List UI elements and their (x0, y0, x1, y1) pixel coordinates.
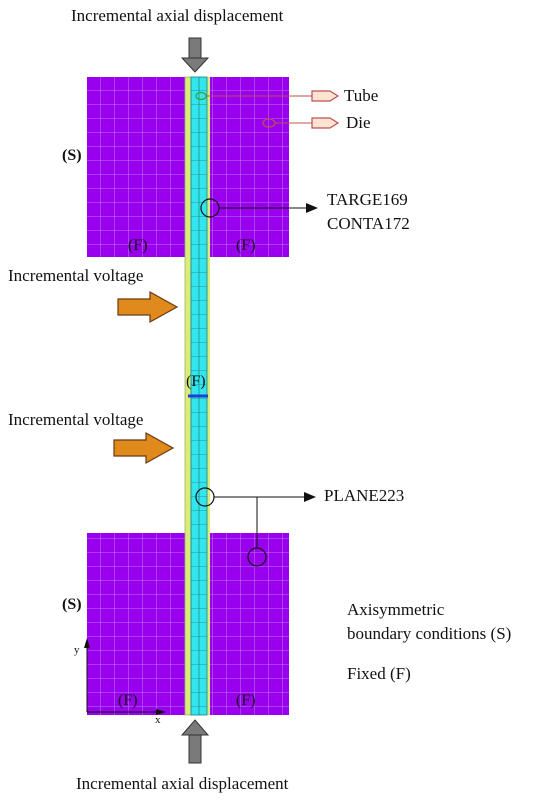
legend-boundary-conditions: boundary conditions (S) (347, 624, 512, 643)
axis-x-label: x (155, 714, 161, 726)
voltage-label-1: Incremental voltage (8, 266, 144, 285)
tube-callout (195, 90, 340, 102)
tube-label: Tube (344, 86, 379, 105)
contact-callout (200, 198, 318, 218)
s-label-bottom: (S) (62, 596, 82, 613)
f-label-top-left: (F) (128, 237, 148, 254)
bottom-displacement-label: Incremental axial displacement (76, 774, 289, 793)
legend-axisymmetric: Axisymmetric (347, 600, 445, 619)
f-label-bottom-left: (F) (118, 692, 138, 709)
top-left-die (87, 77, 185, 257)
top-displacement-label: Incremental axial displacement (71, 6, 284, 25)
axis-y-label: y (74, 644, 80, 656)
f-label-bottom-right: (F) (236, 692, 256, 709)
conta-label: CONTA172 (327, 214, 410, 233)
s-label-top: (S) (62, 147, 82, 164)
voltage-label-2: Incremental voltage (8, 410, 144, 429)
top-displacement-arrow (180, 37, 210, 73)
plane-label: PLANE223 (324, 486, 405, 505)
bottom-displacement-arrow (180, 719, 210, 764)
axis-indicator (84, 638, 166, 715)
bottom-left-die (87, 533, 185, 715)
plane-callout (195, 487, 316, 567)
legend-fixed: Fixed (F) (347, 664, 411, 683)
insulator-right (207, 77, 210, 715)
die-label: Die (346, 113, 371, 132)
voltage-arrow-1 (117, 290, 179, 324)
f-label-top-right: (F) (236, 237, 256, 254)
voltage-arrow-2 (113, 431, 175, 465)
f-label-middle: (F) (186, 373, 206, 390)
top-right-die (209, 77, 289, 257)
bottom-right-die (209, 533, 289, 715)
die-callout (262, 117, 340, 129)
targe-label: TARGE169 (327, 190, 408, 209)
